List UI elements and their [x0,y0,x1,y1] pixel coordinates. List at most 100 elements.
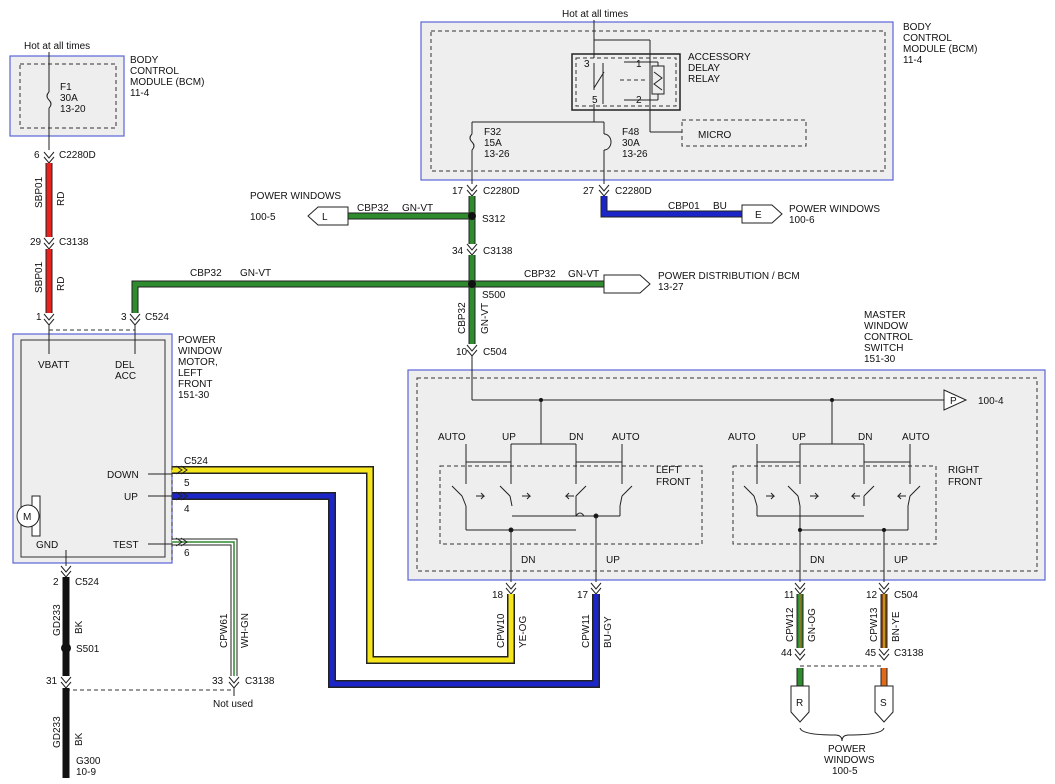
cpw13-color: BN-YE [891,611,902,642]
c3138-33-pin: 33 [212,676,224,687]
fuse-f48-icon [603,133,612,151]
left-side-1: LEFT [656,465,680,476]
c524-1-pin: 1 [36,312,42,323]
hot-label-left: Hot at all times [24,41,90,52]
left-dn: DN [569,432,583,443]
bcm-left-label-3: MODULE (BCM) [130,77,204,88]
c524-6-pin: 6 [184,548,190,559]
sbp01-a-color: RD [56,192,67,206]
wire-cbp32-motor [132,281,472,313]
bcm-right-label-3: MODULE (BCM) [903,44,977,55]
sbp01-b-circuit: SBP01 [34,261,45,293]
pw-bottom-3: 100-5 [832,766,858,777]
mwcs-label-2: WINDOW [864,321,908,332]
cpw11-color: BU-GY [603,616,614,648]
bcm-left-label-2: CONTROL [130,66,179,77]
c2280d-a-name: C2280D [59,150,96,161]
mwcs-label-5: 151-30 [864,354,896,365]
accessory-delay-relay [571,40,681,111]
g300-label: G300 [76,756,101,767]
fuse-f1-icon [46,91,52,109]
cbp32-pd-color: GN-VT [568,269,599,280]
c524-2-name: C524 [75,577,99,588]
pw-l-ref: 100-5 [250,212,276,223]
mwcs-label-1: MASTER [864,310,906,321]
cbp32-l-color: GN-VT [402,203,433,214]
relay-pin-2: 2 [636,95,642,106]
gd233-a-color: BK [74,620,85,634]
c3138-34-name: C3138 [483,246,513,257]
pd-bcm-label: POWER DISTRIBUTION / BCM [658,271,800,282]
cbp01-color: BU [713,201,727,212]
wire-cpw10 [172,467,514,663]
cpw10-color: YE-OG [518,616,529,648]
gd233-a-circuit: GD233 [52,604,63,636]
c524-5-name: C524 [184,456,208,467]
motor-m-letter: M [23,512,31,523]
mwcs-label-3: CONTROL [864,332,913,343]
motor-pin-del: DEL [115,360,135,371]
f48-name: F48 [622,127,640,138]
motor-label-1: POWER [178,335,216,346]
cbp32-v-color: GN-VT [480,303,491,334]
splice-s501 [61,643,71,653]
micro-box [681,119,807,147]
motor-pin-up: UP [124,492,138,503]
terminal-e-icon [741,204,783,224]
left-auto-2: AUTO [612,432,640,443]
c524-5-pin: 5 [184,478,190,489]
f32-rating: 15A [484,138,502,149]
cbp32-motor-color: GN-VT [240,268,271,279]
cpw12-color: GN-OG [807,608,818,642]
splice-s500 [468,280,476,288]
relay-pin-5: 5 [592,95,598,106]
pw-e-label: POWER WINDOWS [789,204,880,215]
cpw11-circuit: CPW11 [581,614,592,648]
c2280d-a-pin: 6 [34,150,40,161]
fuse-f32-icon [469,133,475,151]
motor-pin-gnd: GND [36,540,58,551]
motor-label-2: WINDOW [178,346,222,357]
master-window-switch-module [407,369,1046,581]
motor-label-3: MOTOR, [178,357,218,368]
c524-3-name: C524 [145,312,169,323]
relay-label-3: RELAY [688,74,720,85]
c3138-34-pin: 34 [452,246,464,257]
f1-ref: 13-20 [60,104,86,115]
c2280d-27-name: C2280D [615,186,652,197]
left-dn-out: DN [521,555,535,566]
c504-17-pin: 17 [577,590,589,601]
motor-pin-down: DOWN [107,470,139,481]
c504-10-name: C504 [483,347,507,358]
bcm-left-module [9,55,125,137]
f32-name: F32 [484,127,502,138]
right-dn: DN [858,432,872,443]
cbp01-circuit: CBP01 [668,201,700,212]
cpw12-circuit: CPW12 [785,607,796,642]
pd-bcm-ref: 13-27 [658,282,684,293]
c2280d-17-pin: 17 [452,186,464,197]
left-up-out: UP [606,555,620,566]
left-side-2: FRONT [656,477,690,488]
left-switch-contacts [451,444,633,582]
motor-icon: M [16,495,41,537]
c3138-a-pin: 29 [30,237,42,248]
gd233-b-circuit: GD233 [52,716,63,748]
motor-label-6: 151-30 [178,390,210,401]
terminal-r-icon [790,685,810,723]
motor-label-5: FRONT [178,379,212,390]
bcm-left-label-1: BODY [130,55,159,66]
c3138-33-name: C3138 [245,676,275,687]
right-side-1: RIGHT [948,465,979,476]
mwcs-label-4: SWITCH [864,343,903,354]
right-dn-out: DN [810,555,824,566]
cbp32-v-circuit: CBP32 [457,302,468,334]
p-ref: 100-4 [978,396,1004,407]
terminal-l-letter: L [322,212,328,223]
f1-name: F1 [60,82,72,93]
c504-18-pin: 18 [492,590,504,601]
sbp01-b-color: RD [56,277,67,291]
right-auto-2: AUTO [902,432,930,443]
c3138-31-pin: 31 [46,676,58,687]
